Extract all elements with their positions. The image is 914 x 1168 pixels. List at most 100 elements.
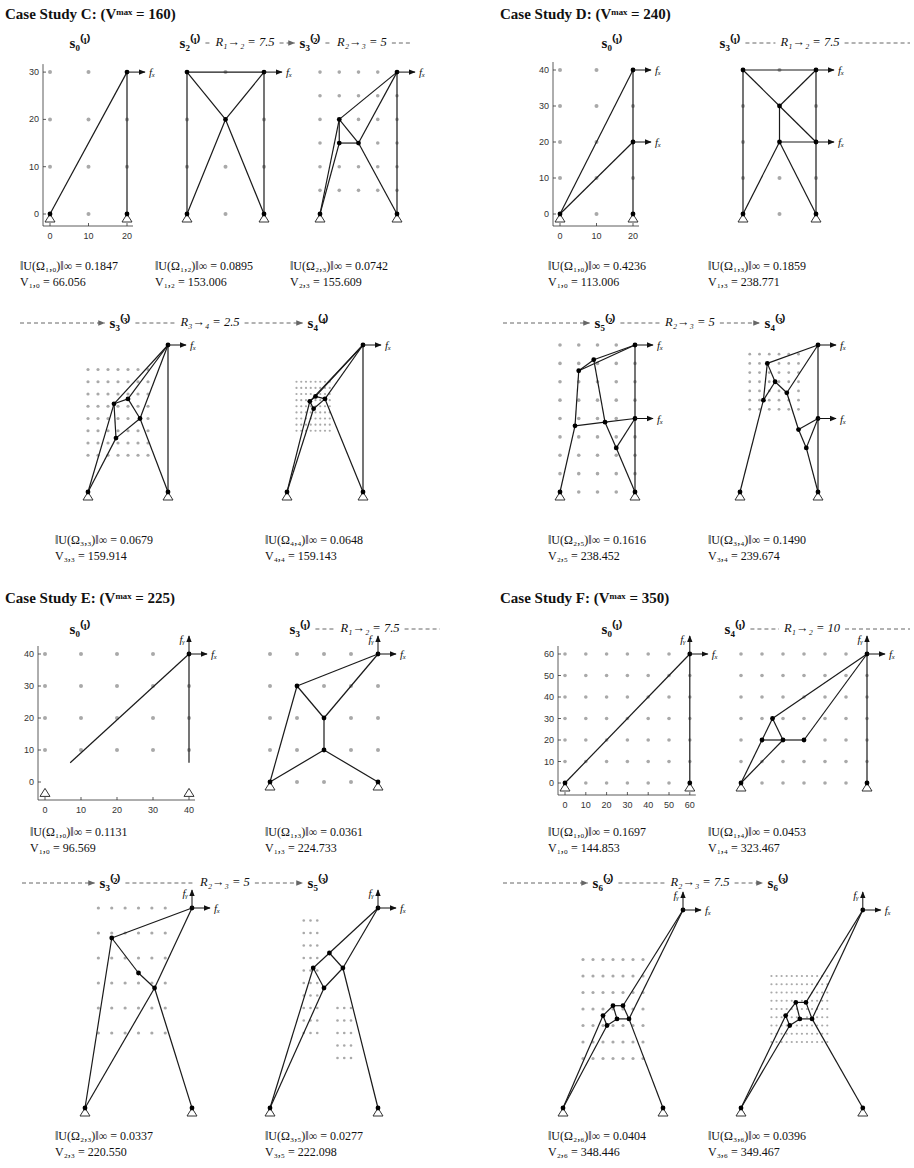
grid-dot xyxy=(577,472,581,476)
grid-dot xyxy=(376,141,380,145)
transition-arrow xyxy=(845,43,910,44)
grid-dot xyxy=(150,1006,153,1009)
grid-dot xyxy=(110,906,113,909)
grid-dot xyxy=(667,781,671,785)
grid-dot xyxy=(801,983,803,985)
grid-dot xyxy=(748,408,751,411)
truss-node xyxy=(341,966,346,971)
grid-dot xyxy=(137,981,140,984)
grid-dot xyxy=(611,991,614,994)
grid-dot xyxy=(302,944,305,947)
grid-dot xyxy=(350,1007,353,1010)
metric-label: ‖U(Ω₂,₅)‖∞ = 0.1616 xyxy=(548,533,646,548)
transition-arrow xyxy=(315,629,335,630)
transition-arrow xyxy=(503,323,590,324)
force-label: fₓ xyxy=(657,413,663,425)
grid-dot xyxy=(309,982,312,985)
truss-member xyxy=(634,345,635,419)
axis-tick xyxy=(45,797,46,800)
grid-dot xyxy=(150,906,153,909)
grid-dot xyxy=(614,453,618,457)
truss-node xyxy=(268,1106,273,1111)
grid-dot xyxy=(621,974,624,977)
grid-dot xyxy=(337,165,341,169)
grid-dot xyxy=(224,165,228,169)
transition-arrow xyxy=(255,883,303,884)
grid-dot xyxy=(110,1006,113,1009)
truss-node xyxy=(152,986,157,991)
truss-member xyxy=(112,938,139,973)
grid-dot xyxy=(626,760,630,764)
force-label: fₓ xyxy=(705,904,711,916)
grid-dot xyxy=(558,453,562,457)
grid-dot xyxy=(106,380,109,383)
metric-label: ‖U(Ω₁,₃)‖∞ = 0.1859 xyxy=(708,259,806,274)
transition-arrow xyxy=(720,323,760,324)
grid-dot xyxy=(844,695,848,699)
axis-tick: 40 xyxy=(643,800,653,810)
grid-dot xyxy=(316,932,319,935)
axis-tick: 10 xyxy=(83,231,93,241)
metric-label: V₁,₀ = 66.056 xyxy=(20,275,86,290)
grid-dot xyxy=(87,165,91,169)
grid-dot xyxy=(801,1033,803,1035)
grid-dot xyxy=(775,1024,777,1026)
grid-dot xyxy=(322,652,326,656)
grid-dot xyxy=(79,652,83,656)
force-label: fₓ xyxy=(211,648,217,660)
grid-dot xyxy=(43,716,47,720)
grid-dot xyxy=(614,435,618,439)
state-label: s₅⁽³⁾ xyxy=(308,872,329,892)
truss-member xyxy=(762,719,773,741)
grid-dot xyxy=(314,411,316,413)
grid-dot xyxy=(48,70,52,74)
force-label: fₓ xyxy=(885,904,891,916)
transition-arrow xyxy=(405,629,440,630)
grid-dot xyxy=(823,781,827,785)
grid-dot xyxy=(739,760,743,764)
grid-dot xyxy=(821,1041,823,1043)
grid-dot xyxy=(760,652,764,656)
truss-member xyxy=(743,70,780,106)
grid-dot xyxy=(786,1000,788,1002)
grid-dot xyxy=(748,353,751,356)
grid-dot xyxy=(816,1033,818,1035)
axis-tick xyxy=(585,792,586,795)
truss-node xyxy=(307,399,312,404)
grid-dot xyxy=(791,1000,793,1002)
truss-member xyxy=(812,910,863,1019)
grid-dot xyxy=(316,944,319,947)
truss-member xyxy=(767,363,775,381)
grid-dot xyxy=(305,381,307,383)
truss-member xyxy=(270,988,324,1108)
truss-member xyxy=(780,141,817,142)
axis-tick: 40 xyxy=(544,692,554,702)
axis-tick xyxy=(43,72,46,73)
force-label: fₓ xyxy=(190,339,196,351)
axis-tick xyxy=(43,214,46,215)
truss-member xyxy=(139,973,155,988)
grid-dot xyxy=(115,684,119,688)
grid-dot xyxy=(641,1024,644,1027)
grid-dot xyxy=(844,652,848,656)
grid-dot xyxy=(316,982,319,985)
grid-dot xyxy=(86,368,89,371)
grid-dot xyxy=(295,430,297,432)
load-arrow xyxy=(397,72,415,73)
grid-dot xyxy=(563,738,567,742)
grid-dot xyxy=(558,472,562,476)
grid-dot xyxy=(310,430,312,432)
grid-dot xyxy=(302,1007,305,1010)
grid-dot xyxy=(164,931,167,934)
truss-member xyxy=(287,401,310,492)
truss-member xyxy=(128,345,168,399)
grid-dot xyxy=(96,392,99,395)
grid-dot xyxy=(337,189,341,193)
grid-dot xyxy=(577,435,581,439)
truss-member xyxy=(806,910,863,1002)
grid-dot xyxy=(136,405,139,408)
truss-member xyxy=(560,142,633,214)
grid-dot xyxy=(116,380,119,383)
grid-dot xyxy=(801,1041,803,1043)
truss-node xyxy=(787,1023,792,1028)
